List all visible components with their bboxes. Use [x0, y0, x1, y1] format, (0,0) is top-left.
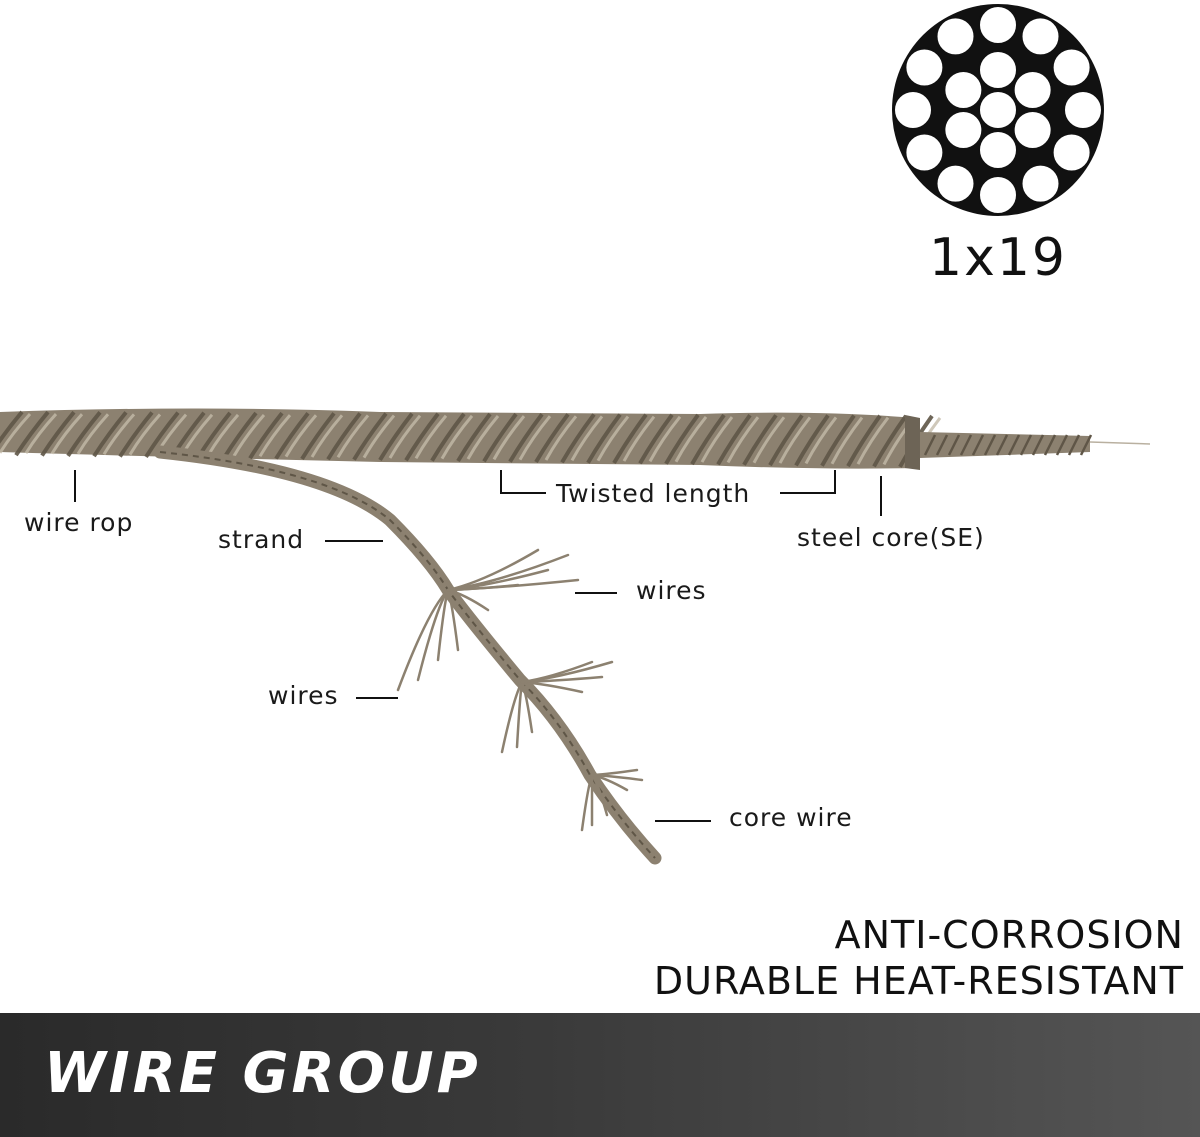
- wire-rope-label: wire rop: [24, 508, 134, 537]
- twisted-length-bracket-right-h: [780, 492, 836, 494]
- core-wire-label: core wire: [729, 803, 853, 832]
- feature-line-2: DURABLE HEAT-RESISTANT: [653, 959, 1184, 1003]
- core-wire-leader: [655, 820, 711, 822]
- twisted-length-bracket-left-h: [500, 492, 546, 494]
- wires-outer-label: wires: [636, 576, 707, 605]
- wire-rope-body: [0, 408, 1151, 470]
- steel-core-label: steel core(SE): [797, 523, 985, 552]
- strand-label: strand: [218, 525, 305, 554]
- feature-line-1: ANTI-CORROSION: [834, 913, 1184, 957]
- twisted-length-label: Twisted length: [556, 479, 751, 508]
- steel-core-leader: [880, 476, 882, 516]
- wire-rope-leader: [74, 470, 76, 502]
- cross-section-circles-icon: [892, 4, 1104, 216]
- bottom-banner: WIRE GROUP: [0, 1013, 1200, 1137]
- feature-list: ANTI-CORROSION DURABLE HEAT-RESISTANT: [654, 912, 1184, 1004]
- twisted-length-bracket-left: [500, 470, 502, 493]
- twisted-length-bracket-right: [834, 470, 836, 494]
- cross-section-label: 1x19: [928, 228, 1068, 288]
- wires-inner-leader: [356, 697, 398, 699]
- strand-leader: [325, 540, 383, 542]
- banner-title: WIRE GROUP: [44, 1041, 481, 1106]
- wires-inner-label: wires: [268, 681, 339, 710]
- unraveled-strand: [153, 445, 662, 865]
- wires-outer-leader: [575, 592, 617, 594]
